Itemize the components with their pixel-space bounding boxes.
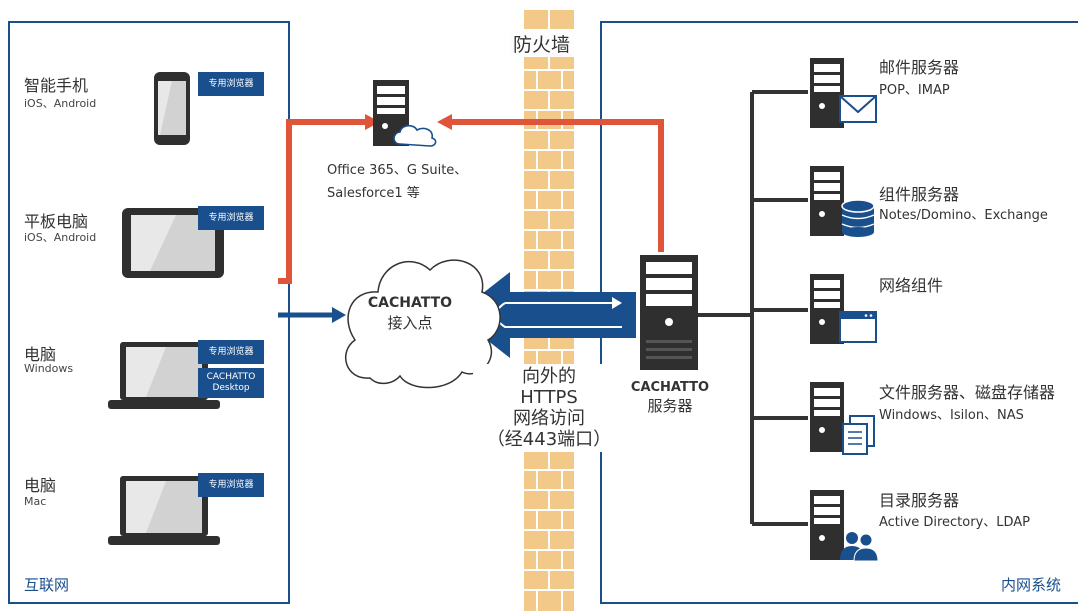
smartphone-browser-badge: 专用浏览器 bbox=[198, 72, 264, 96]
internal-server-5 bbox=[810, 490, 879, 562]
firewall-label: 防火墙 bbox=[509, 30, 575, 57]
device-tablet-name: 平板电脑 bbox=[24, 212, 89, 231]
directory-server-name: 目录服务器 bbox=[879, 491, 960, 510]
device-mac-os: Mac bbox=[24, 495, 47, 508]
device-smartphone-name: 智能手机 bbox=[24, 76, 89, 95]
https-line3: 网络访问 bbox=[513, 408, 585, 429]
directory-server-detail: Active Directory、LDAP bbox=[879, 515, 1031, 530]
internal-server-1 bbox=[810, 58, 877, 128]
desktop-badge-line2: Desktop bbox=[212, 383, 250, 393]
file-server-detail: Windows、Isilon、NAS bbox=[879, 408, 1024, 423]
intranet-connector bbox=[698, 90, 808, 526]
cachatto-server-label: CACHATTO 服务器 bbox=[620, 380, 720, 416]
red-server-cloud-arrow bbox=[437, 114, 664, 252]
windows-desktop-badge: CACHATTO Desktop bbox=[198, 368, 264, 398]
cloud-icon bbox=[345, 259, 501, 389]
laptop-icon-mac bbox=[108, 476, 220, 545]
tablet-browser-badge: 专用浏览器 bbox=[198, 206, 264, 230]
device-tablet-os: iOS、Android bbox=[24, 231, 97, 244]
https-line1: 向外的 bbox=[522, 366, 576, 387]
cachatto-server-line1: CACHATTO bbox=[630, 380, 710, 395]
groupware-server-detail: Notes/Domino、Exchange bbox=[879, 208, 1048, 223]
internet-region-label: 互联网 bbox=[24, 576, 70, 594]
https-big-arrow bbox=[455, 272, 636, 358]
red-cloud-access-arrow bbox=[278, 114, 380, 284]
access-point-label: CACHATTO 接入点 bbox=[340, 292, 480, 333]
file-server-name: 文件服务器、磁盘存储器 bbox=[879, 383, 1056, 402]
mail-icon bbox=[839, 95, 877, 123]
device-mac-name: 电脑 bbox=[24, 476, 57, 495]
device-windows-name: 电脑 bbox=[24, 345, 57, 364]
desktop-badge-line1: CACHATTO bbox=[206, 372, 256, 382]
https-line4: （经443端口） bbox=[486, 429, 612, 450]
windows-browser-badge: 专用浏览器 bbox=[198, 340, 264, 364]
web-component-name: 网络组件 bbox=[879, 276, 944, 295]
device-windows-os: Windows bbox=[24, 362, 74, 375]
mac-browser-badge: 专用浏览器 bbox=[198, 473, 264, 497]
laptop-icon-windows bbox=[108, 342, 220, 409]
device-smartphone-os: iOS、Android bbox=[24, 97, 97, 110]
access-point-line2: 接入点 bbox=[387, 314, 433, 332]
files-icon bbox=[842, 415, 875, 455]
cloud-service-line1: Office 365、G Suite、 bbox=[327, 163, 468, 178]
internal-server-3 bbox=[810, 274, 877, 344]
cloud-service-line2: Salesforce1 等 bbox=[327, 186, 420, 201]
cloud-server-icon bbox=[373, 80, 437, 147]
users-icon bbox=[840, 532, 879, 562]
internal-server-2 bbox=[810, 166, 875, 237]
mail-server-name: 邮件服务器 bbox=[879, 58, 960, 77]
internal-server-4 bbox=[810, 382, 875, 455]
cachatto-server-line2: 服务器 bbox=[647, 397, 693, 415]
mail-server-detail: POP、IMAP bbox=[879, 83, 950, 98]
blue-device-arrow bbox=[278, 307, 346, 323]
https-label: 向外的 HTTPS 网络访问 （经443端口） bbox=[473, 364, 625, 452]
smartphone-icon bbox=[154, 72, 190, 145]
server-icon bbox=[640, 255, 698, 370]
access-point-line1: CACHATTO bbox=[367, 295, 453, 311]
https-line2: HTTPS bbox=[520, 387, 578, 408]
intranet-region-label: 内网系统 bbox=[1001, 576, 1062, 594]
groupware-server-name: 组件服务器 bbox=[879, 185, 960, 204]
database-icon bbox=[841, 199, 875, 237]
browser-window-icon bbox=[839, 311, 877, 343]
